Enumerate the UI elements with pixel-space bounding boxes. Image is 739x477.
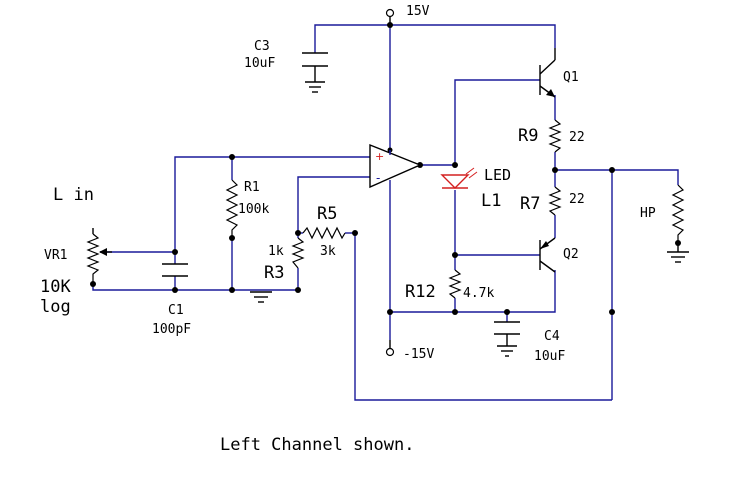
op-amp [369,143,422,189]
ground-symbol [250,291,272,303]
label-vr1-taper: log [40,297,71,317]
ground-symbol [667,243,689,263]
resistor-hp [671,184,685,243]
label-r12-value: 4.7k [463,286,494,301]
label-r12-name: R12 [405,282,436,302]
resistor-r3 [291,237,305,269]
caption: Left Channel shown. [220,435,414,455]
label-positive-supply: 15V [406,4,430,19]
opamp-plus-sign: + [375,150,384,163]
label-vr1-value: 10K [40,277,71,297]
label-c1-name: C1 [168,303,184,318]
label-r3-name: R3 [264,263,284,283]
label-q1: Q1 [563,70,579,85]
label-negative-supply: -15V [403,347,434,362]
resistor-r1 [225,179,239,238]
resistor-r5 [302,226,346,240]
ground-symbol [497,345,517,357]
label-c3-name: C3 [254,39,270,54]
label-led: LED [484,166,511,184]
capacitor-c3 [302,52,328,93]
label-r1-value: 100k [238,202,269,217]
label-r7-name: R7 [520,194,540,214]
label-l-in: L in [53,185,94,205]
label-q2: Q2 [563,247,579,262]
label-r5-name: R5 [317,204,337,224]
label-c4-value: 10uF [534,349,565,364]
label-vr1: VR1 [44,248,67,263]
capacitor-c4 [494,321,520,346]
wires [92,17,679,401]
label-r1-name: R1 [244,180,260,195]
negative-supply-terminal [385,347,395,357]
resistor-r9 [548,119,562,153]
label-r9-value: 22 [569,130,585,145]
label-r5-value: 3k [320,244,336,259]
label-l1: L1 [481,191,501,211]
resistor-r12 [448,269,462,299]
positive-supply-terminal [385,8,395,18]
potentiometer-vr1 [86,228,112,284]
transistor-q1 [539,48,556,98]
label-c1-value: 100pF [152,322,191,337]
capacitor-c1 [162,263,188,277]
label-hp: HP [640,206,656,221]
label-r9-name: R9 [518,126,538,146]
resistor-r7 [548,186,562,216]
junctions [90,22,681,315]
label-r3-value: 1k [268,244,284,259]
label-r7-value: 22 [569,192,585,207]
label-c4-name: C4 [544,329,560,344]
transistor-q2 [539,237,556,273]
opamp-minus-sign: - [376,171,380,185]
label-c3-value: 10uF [244,56,275,71]
led [440,167,478,189]
